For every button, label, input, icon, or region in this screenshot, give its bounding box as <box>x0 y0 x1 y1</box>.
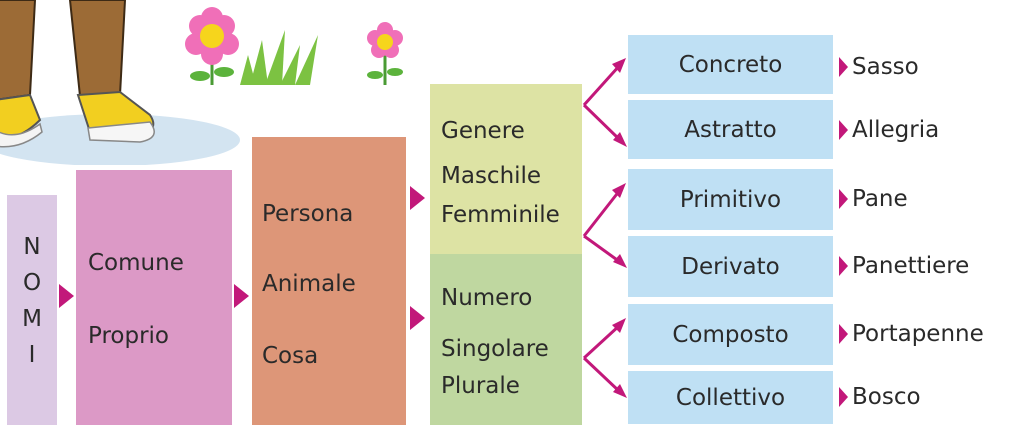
genere-box <box>430 84 582 254</box>
example-arrow <box>839 256 848 276</box>
example-arrow <box>839 57 848 77</box>
example-arrow <box>839 189 848 209</box>
root-letter: N <box>23 234 41 260</box>
type-label: Collettivo <box>675 384 786 411</box>
type-box-concreto: Concreto <box>628 35 833 94</box>
numero-title: Numero <box>441 285 533 311</box>
level2-item-cosa: Cosa <box>262 343 319 369</box>
type-label: Derivato <box>681 253 780 280</box>
flower-icon <box>367 22 403 85</box>
genere-title: Genere <box>441 118 525 144</box>
example-arrow <box>839 324 848 344</box>
grass-icon <box>240 30 318 85</box>
example-word: Panettiere <box>852 253 970 279</box>
trouser-left <box>0 0 37 101</box>
type-label: Primitivo <box>679 186 782 213</box>
example-arrow <box>839 387 848 407</box>
example-word: Pane <box>852 186 908 212</box>
root-letter: M <box>22 306 42 332</box>
example-word: Bosco <box>852 384 921 410</box>
type-label: Concreto <box>678 51 783 78</box>
example-word: Allegria <box>852 117 940 143</box>
connector-arrow <box>410 186 425 210</box>
type-label: Astratto <box>684 116 777 143</box>
type-box-composto: Composto <box>628 304 833 365</box>
type-label: Composto <box>672 321 789 348</box>
example-arrow <box>839 120 848 140</box>
flower-icon <box>185 7 239 85</box>
numero-singolare: Singolare <box>441 336 549 362</box>
numero-plurale: Plurale <box>441 373 520 399</box>
genere-maschile: Maschile <box>441 163 542 189</box>
numero-box <box>430 254 582 425</box>
root-letter: I <box>28 342 36 368</box>
connector-arrow <box>410 306 425 330</box>
genere-femminile: Femminile <box>441 202 560 228</box>
illustration-legs-and-flowers <box>0 0 403 165</box>
level1-box <box>76 170 232 425</box>
level1-item-comune: Comune <box>88 250 184 276</box>
example-word: Sasso <box>852 54 919 80</box>
level2-item-animale: Animale <box>262 271 356 297</box>
type-box-collettivo: Collettivo <box>628 371 833 424</box>
type-box-astratto: Astratto <box>628 100 833 159</box>
example-word: Portapenne <box>852 321 984 347</box>
type-box-primitivo: Primitivo <box>628 169 833 230</box>
branch-arrows <box>582 58 627 398</box>
root-box-nomi <box>7 195 57 425</box>
connector-arrow <box>59 284 74 308</box>
level1-item-proprio: Proprio <box>88 323 170 349</box>
connector-arrow <box>234 284 249 308</box>
trouser-right <box>68 0 127 98</box>
type-box-derivato: Derivato <box>628 236 833 297</box>
level2-box <box>252 137 406 425</box>
level2-item-persona: Persona <box>262 201 354 227</box>
root-letter: O <box>22 270 42 296</box>
